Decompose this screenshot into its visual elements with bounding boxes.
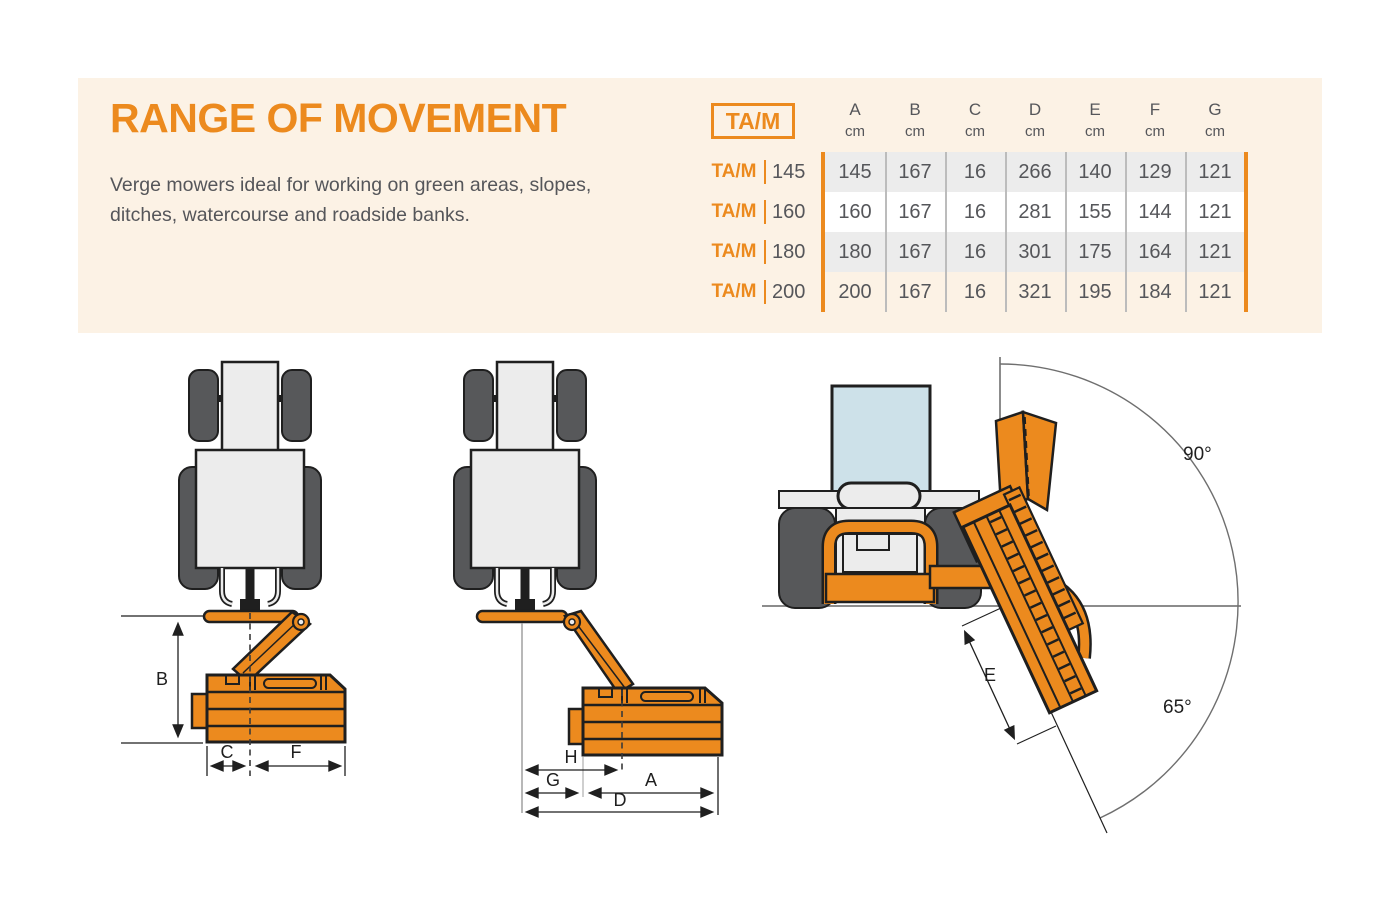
- dim-label-d: D: [614, 790, 627, 810]
- diagram-rear-view-range: E 90° 65°: [762, 357, 1241, 834]
- dim-label-e: E: [984, 665, 996, 685]
- page-title: RANGE OF MOVEMENT: [110, 95, 567, 141]
- column-divider: [1005, 152, 1007, 312]
- technical-diagrams: B C F: [121, 357, 1241, 834]
- tractor-top-view: [454, 362, 596, 613]
- mower-deck: [190, 673, 347, 744]
- intro-text: Verge mowers ideal for working on green …: [110, 170, 591, 230]
- cab-window: [830, 384, 932, 498]
- dim-label-g: G: [546, 770, 560, 790]
- dim-label-c: C: [221, 742, 234, 762]
- dimension-lines: [524, 757, 719, 818]
- tractor-rear-view: [778, 384, 1092, 659]
- deck-at-65-degrees: [952, 484, 1099, 715]
- deck-at-90-degrees: [994, 410, 1058, 513]
- label-divider: [763, 200, 766, 224]
- movement-arc: [999, 363, 1239, 819]
- series-badge-label: TA/M: [725, 107, 781, 134]
- intro-line-1: Verge mowers ideal for working on green …: [110, 174, 592, 196]
- dim-label-b: B: [156, 669, 168, 689]
- column-divider: [1125, 152, 1127, 312]
- intro-line-2: ditches, watercourse and roadside banks.: [110, 204, 470, 226]
- label-divider: [763, 160, 766, 184]
- angle-label-90: 90°: [1183, 444, 1212, 465]
- dimension-e: [961, 607, 1057, 745]
- range-of-movement-panel: RANGE OF MOVEMENT Verge mowers ideal for…: [78, 78, 1322, 333]
- table-accent-bar-right: [1244, 152, 1248, 312]
- diagram-top-view-right-offset: H G A D: [454, 362, 724, 818]
- table-accent-bar-left: [821, 152, 825, 312]
- series-badge: TA/M: [711, 103, 795, 139]
- tractor-top-view: [179, 362, 321, 613]
- column-divider: [1065, 152, 1067, 312]
- label-divider: [763, 280, 766, 304]
- column-divider: [885, 152, 887, 312]
- hitch-toolbar: [475, 609, 569, 624]
- diagram-top-view-left-offset: B C F: [121, 362, 347, 776]
- dim-label-h: H: [565, 747, 578, 767]
- dim-label-a: A: [645, 770, 657, 790]
- label-divider: [763, 240, 766, 264]
- mower-deck: [567, 686, 724, 757]
- dimension-lines: [121, 615, 346, 776]
- column-divider: [1185, 152, 1187, 312]
- angle-label-65: 65°: [1163, 697, 1192, 718]
- dim-label-f: F: [291, 742, 302, 762]
- column-divider: [945, 152, 947, 312]
